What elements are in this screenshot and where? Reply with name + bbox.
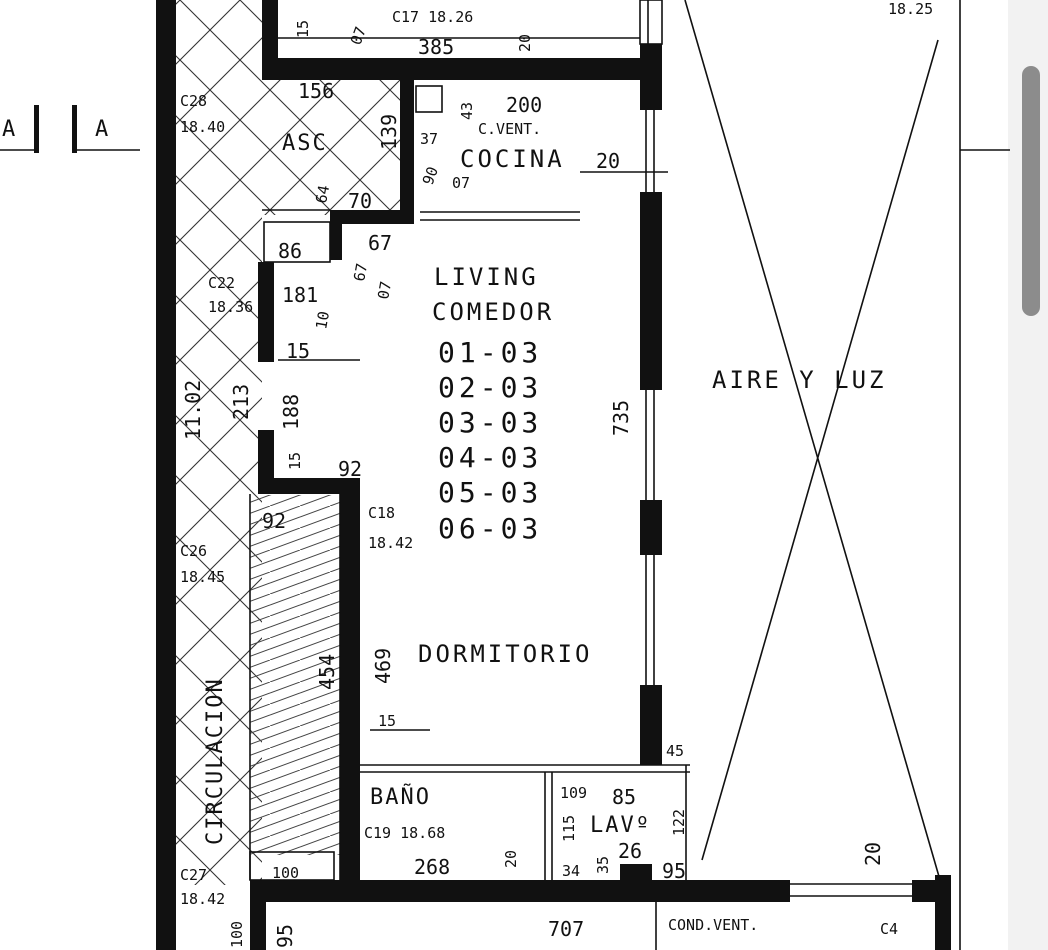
dim: 34 bbox=[562, 862, 580, 880]
dim: 07 bbox=[452, 174, 470, 192]
dim: 86 bbox=[278, 239, 302, 263]
note-cond-vent: COND.VENT. bbox=[668, 916, 758, 934]
dimensions: 385 20 15 07 156 139 43 200 37 90 07 20 … bbox=[181, 20, 885, 948]
dim: 11.02 bbox=[181, 380, 205, 440]
dim: 85 bbox=[612, 785, 636, 809]
dim: 90 bbox=[419, 164, 442, 187]
dim: 43 bbox=[458, 102, 476, 120]
dim: 64 bbox=[312, 184, 333, 205]
dim: 67 bbox=[350, 262, 371, 283]
dim: 200 bbox=[506, 93, 542, 117]
dim: 109 bbox=[560, 784, 587, 802]
dim: 122 bbox=[670, 809, 688, 836]
col-c26-level: 18.45 bbox=[180, 568, 225, 586]
col-c28: C28 bbox=[180, 92, 207, 110]
dim: 100 bbox=[228, 921, 246, 948]
top-right-level: 18.25 bbox=[888, 0, 933, 18]
room-labels: ASC COCINA LIVING COMEDOR DORMITORIO BAÑ… bbox=[203, 131, 887, 845]
unit-number: 01-03 bbox=[438, 336, 542, 369]
note-c-vent: C.VENT. bbox=[478, 120, 541, 138]
unit-number: 06-03 bbox=[438, 512, 542, 545]
dim: 15 bbox=[294, 20, 312, 38]
thin-lines bbox=[249, 0, 1010, 950]
dim: 268 bbox=[414, 855, 450, 879]
col-c27-level: 18.42 bbox=[180, 890, 225, 908]
notes: C.VENT. COND.VENT. bbox=[478, 120, 758, 934]
column-labels: C17 18.26 C28 18.40 C22 18.36 C18 18.42 … bbox=[180, 0, 933, 938]
col-c28-level: 18.40 bbox=[180, 118, 225, 136]
room-label-asc: ASC bbox=[282, 131, 328, 156]
unit-number: 03-03 bbox=[438, 406, 542, 439]
col-c4: C4 bbox=[880, 920, 898, 938]
dim: 45 bbox=[666, 742, 684, 760]
dim: 15 bbox=[286, 339, 310, 363]
dim: 385 bbox=[418, 35, 454, 59]
col-c22-level: 18.36 bbox=[208, 298, 253, 316]
dim: 37 bbox=[420, 130, 438, 148]
room-label-living: LIVING bbox=[434, 263, 539, 291]
dim: 707 bbox=[548, 917, 584, 941]
dim: 469 bbox=[371, 648, 395, 684]
dim: 95 bbox=[662, 859, 686, 883]
dim: 213 bbox=[229, 384, 253, 420]
section-mark-a-left: A bbox=[2, 117, 17, 142]
section-marks: A A bbox=[0, 105, 140, 153]
stair-hatch bbox=[250, 495, 340, 855]
vertical-scrollbar[interactable] bbox=[1022, 66, 1040, 316]
circulation-hatch bbox=[176, 0, 262, 885]
dim: 26 bbox=[618, 839, 642, 863]
dim: 15 bbox=[286, 452, 304, 470]
walls bbox=[156, 0, 951, 950]
dim: 20 bbox=[861, 842, 885, 866]
room-label-circulacion: CIRCULACION bbox=[203, 677, 228, 845]
dim: 20 bbox=[596, 149, 620, 173]
unit-number: 04-03 bbox=[438, 441, 542, 474]
room-label-cocina: COCINA bbox=[460, 145, 565, 173]
dim: 20 bbox=[502, 850, 520, 868]
dim: 95 bbox=[273, 924, 297, 948]
dim: 15 bbox=[378, 712, 396, 730]
dim: 735 bbox=[609, 400, 633, 436]
room-label-dormitorio: DORMITORIO bbox=[418, 640, 593, 668]
room-label-lavo: LAVº bbox=[590, 813, 651, 838]
aire-luz-cross bbox=[684, 0, 941, 881]
dim: 20 bbox=[516, 34, 534, 52]
col-c27: C27 bbox=[180, 866, 207, 884]
section-mark-a-right: A bbox=[95, 117, 110, 142]
col-c18: C18 bbox=[368, 504, 395, 522]
dim: 35 bbox=[594, 856, 612, 874]
dim: 188 bbox=[279, 394, 303, 430]
dim: 92 bbox=[338, 457, 362, 481]
room-label-aire-luz: AIRE Y LUZ bbox=[712, 366, 887, 394]
unit-number: 05-03 bbox=[438, 476, 542, 509]
col-c18-level: 18.42 bbox=[368, 534, 413, 552]
dim: 92 bbox=[262, 509, 286, 533]
dim: 10 bbox=[312, 310, 333, 331]
dim: 07 bbox=[347, 24, 370, 47]
col-c19: C19 18.68 bbox=[364, 824, 445, 842]
dim: 07 bbox=[374, 280, 395, 301]
col-c22: C22 bbox=[208, 274, 235, 292]
col-c26: C26 bbox=[180, 542, 207, 560]
room-label-comedor: COMEDOR bbox=[432, 298, 554, 326]
col-c17: C17 18.26 bbox=[392, 8, 473, 26]
dim: 67 bbox=[368, 231, 392, 255]
hatch-asc-zone bbox=[262, 70, 412, 215]
unit-number: 02-03 bbox=[438, 371, 542, 404]
dim: 156 bbox=[298, 79, 334, 103]
dim: 70 bbox=[348, 189, 372, 213]
dim: 181 bbox=[282, 283, 318, 307]
dim: 139 bbox=[377, 114, 401, 150]
dim: 100 bbox=[272, 864, 299, 882]
dim: 115 bbox=[560, 815, 578, 842]
room-label-bano: BAÑO bbox=[370, 783, 431, 810]
unit-list: 01-03 02-03 03-03 04-03 05-03 06-03 bbox=[438, 336, 542, 545]
dim: 454 bbox=[315, 654, 339, 690]
